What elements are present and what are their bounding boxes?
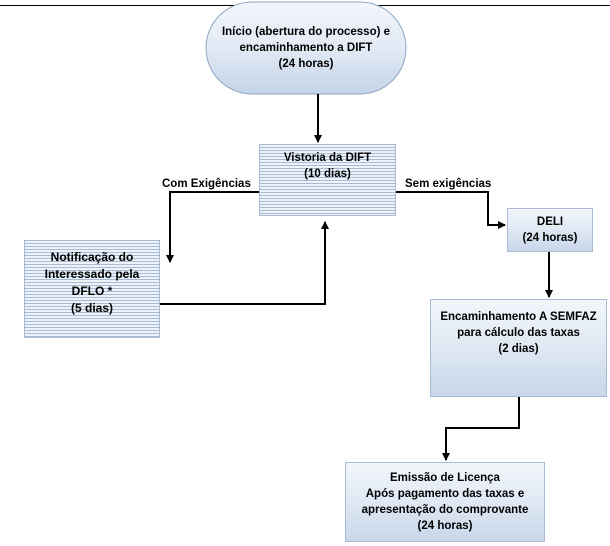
licenca-line-4: (24 horas) xyxy=(417,520,473,532)
semfaz-line-3: (2 dias) xyxy=(498,343,539,355)
start-line-2: encaminhamento a DIFT xyxy=(239,42,373,54)
deli-line-1: DELI xyxy=(536,216,564,228)
semfaz-node: Encaminhamento A SEMFAZ para cálculo das… xyxy=(430,299,607,397)
edge-vistoria-to-notificacao xyxy=(166,191,259,263)
licenca-line-2: Após pagamento das taxas e xyxy=(365,488,525,500)
notificacao-line-1: Notificação do xyxy=(50,250,134,264)
vistoria-line-1: Vistoria da DIFT xyxy=(283,152,372,164)
notificacao-line-2: Interessado pela xyxy=(44,267,140,281)
start-node: Início (abertura do processo) e encaminh… xyxy=(206,2,406,94)
edge-label-com-exigencias: Com Exigências xyxy=(162,178,251,190)
licenca-line-1: Emissão de Licença xyxy=(390,472,500,484)
start-line-1: Início (abertura do processo) e xyxy=(221,26,391,38)
notificacao-line-4: (5 dias) xyxy=(70,301,113,315)
edge-vistoria-to-deli xyxy=(396,191,506,229)
semfaz-line-1: Encaminhamento A SEMFAZ xyxy=(440,311,597,323)
notificacao-line-3: DFLO * xyxy=(71,284,113,298)
edge-notificacao-to-vistoria xyxy=(160,221,329,305)
vistoria-line-2: (10 dias) xyxy=(304,168,351,180)
notificacao-node: Notificação do Interessado pela DFLO * (… xyxy=(24,240,160,338)
start-line-3: (24 horas) xyxy=(278,58,334,70)
edge-semfaz-to-licenca xyxy=(442,397,520,461)
deli-line-2: (24 horas) xyxy=(522,232,578,244)
start-node-shape xyxy=(205,1,407,95)
deli-node: DELI (24 horas) xyxy=(507,208,593,252)
edge-label-sem-exigencias: Sem exigências xyxy=(405,178,492,190)
vistoria-node: Vistoria da DIFT (10 dias) xyxy=(259,144,396,216)
licenca-node: Emissão de Licença Após pagamento das ta… xyxy=(345,462,545,542)
semfaz-line-2: para cálculo das taxas xyxy=(457,327,580,339)
licenca-line-3: apresentação do comprovante xyxy=(361,504,529,516)
